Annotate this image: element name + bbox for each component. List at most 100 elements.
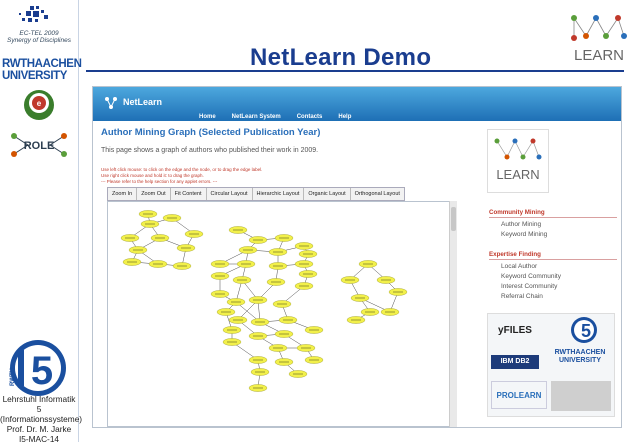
svg-text:5: 5 xyxy=(581,321,591,341)
ibm-db2-logo: IBM DB2 xyxy=(491,355,539,369)
node-label-glyph xyxy=(271,281,281,283)
node-label-glyph xyxy=(237,279,247,281)
app-sidebar: LEARN Community Mining Author Mining Key… xyxy=(485,127,619,427)
svg-text:ROLE: ROLE xyxy=(24,140,55,152)
node-label-glyph xyxy=(127,261,137,263)
referral-chain-link[interactable]: Referral Chain xyxy=(501,293,543,300)
orthogonal-layout-button[interactable]: Orthogonal Layout xyxy=(354,191,400,197)
node-label-glyph xyxy=(255,321,265,323)
rwth-logo-small: RWTHAACHEN UNIVERSITY xyxy=(554,349,606,364)
node-label-glyph xyxy=(253,335,263,337)
node-label-glyph xyxy=(299,245,309,247)
ectel-logo xyxy=(19,6,48,22)
node-label-glyph xyxy=(233,229,243,231)
node-label-glyph xyxy=(393,291,403,293)
node-label-glyph xyxy=(133,249,143,251)
fit-content-button[interactable]: Fit Content xyxy=(171,188,207,200)
node-label-glyph xyxy=(231,301,241,303)
keyword-community-link[interactable]: Keyword Community xyxy=(501,273,561,280)
role-logo: ROLE xyxy=(11,133,67,157)
slide-title: NetLearn Demo xyxy=(250,44,432,71)
node-label-glyph xyxy=(253,359,263,361)
community-mining-heading: Community Mining xyxy=(489,209,617,218)
node-label-glyph xyxy=(227,329,237,331)
svg-text:e: e xyxy=(37,99,42,108)
node-label-glyph xyxy=(309,359,319,361)
node-label-glyph xyxy=(385,311,395,313)
node-label-glyph xyxy=(293,373,303,375)
node-label-glyph xyxy=(279,333,289,335)
node-label-glyph xyxy=(177,265,187,267)
svg-text:LEARN: LEARN xyxy=(496,167,539,182)
graph-scrollbar[interactable] xyxy=(449,201,457,427)
node-label-glyph xyxy=(181,247,191,249)
organic-layout-button[interactable]: Organic Layout xyxy=(304,188,351,200)
node-label-glyph xyxy=(153,263,163,265)
node-label-glyph xyxy=(233,319,243,321)
graph-toolbar: Zoom In Zoom Out Fit Content Circular La… xyxy=(107,187,405,201)
author-mining-link[interactable]: Author Mining xyxy=(501,221,542,228)
node-label-glyph xyxy=(303,273,313,275)
node-label-glyph xyxy=(227,341,237,343)
node-label-glyph xyxy=(215,263,225,265)
interest-community-link[interactable]: Interest Community xyxy=(501,283,558,290)
nav-help[interactable]: Help xyxy=(338,114,352,120)
netlearn-logo: LEARN xyxy=(571,15,627,64)
i5-small-logo: 5 xyxy=(571,317,597,343)
nav-home[interactable]: Home xyxy=(199,114,216,120)
node-label-glyph xyxy=(253,239,263,241)
sidebar-netlearn-logo: LEARN xyxy=(494,138,542,182)
node-label-glyph xyxy=(143,213,153,215)
ebb-logo: e xyxy=(24,90,54,120)
title-underline xyxy=(86,70,624,72)
node-label-glyph xyxy=(363,263,373,265)
node-label-glyph xyxy=(277,303,287,305)
node-label-glyph xyxy=(253,387,263,389)
node-label-glyph xyxy=(167,217,177,219)
node-label-glyph xyxy=(243,249,253,251)
node-label-glyph xyxy=(365,311,375,313)
hint-line: --- Please refer to the help section for… xyxy=(101,179,218,184)
zoom-out-button[interactable]: Zoom Out xyxy=(137,188,171,200)
node-label-glyph xyxy=(303,253,313,255)
hierarchic-layout-button[interactable]: Hierarchic Layout xyxy=(253,188,305,200)
svg-text:LEARN: LEARN xyxy=(574,47,624,64)
node-label-glyph xyxy=(301,347,311,349)
node-label-glyph xyxy=(279,361,289,363)
author-graph-canvas[interactable] xyxy=(107,201,457,427)
expertise-finding-heading: Expertise Finding xyxy=(489,251,617,260)
node-label-glyph xyxy=(273,265,283,267)
node-label-glyph xyxy=(221,311,231,313)
node-label-glyph xyxy=(299,263,309,265)
netlearn-nav-icon xyxy=(105,97,117,109)
page-description: This page shows a graph of authors who p… xyxy=(101,147,319,154)
node-label-glyph xyxy=(215,293,225,295)
ectel-label: EC-TEL 2009 Synergy of Disciplines xyxy=(7,30,71,44)
app-navbar: NetLearn Home NetLearn System Contacts H… xyxy=(93,87,621,121)
node-label-glyph xyxy=(125,237,135,239)
yfiles-logo: yFILES xyxy=(498,325,532,336)
node-label-glyph xyxy=(345,279,355,281)
graph-nodes[interactable] xyxy=(120,210,408,392)
node-label-glyph xyxy=(351,319,361,321)
left-logo-column: EC-TEL 2009 Synergy of Disciplines RWTHA… xyxy=(0,0,82,442)
zoom-in-button[interactable]: Zoom In xyxy=(108,188,138,200)
rwth-logo-left: RWTHAACHEN UNIVERSITY xyxy=(2,58,82,82)
partner-logo-placeholder xyxy=(551,381,611,411)
circular-layout-button[interactable]: Circular Layout xyxy=(207,188,253,200)
scrollbar-thumb[interactable] xyxy=(451,207,456,231)
app-brand[interactable]: NetLearn xyxy=(123,97,163,107)
node-label-glyph xyxy=(279,237,289,239)
keyword-mining-link[interactable]: Keyword Mining xyxy=(501,231,548,238)
author-graph[interactable] xyxy=(108,202,458,428)
node-label-glyph xyxy=(253,299,263,301)
local-author-link[interactable]: Local Author xyxy=(501,263,538,270)
nav-contacts[interactable]: Contacts xyxy=(296,114,323,120)
nav-netlearn-system[interactable]: NetLearn System xyxy=(231,114,281,120)
node-label-glyph xyxy=(283,319,293,321)
node-label-glyph xyxy=(241,263,251,265)
slide-divider xyxy=(78,0,79,442)
svg-text:RWTH: RWTH xyxy=(10,368,16,386)
node-label-glyph xyxy=(299,285,309,287)
node-label-glyph xyxy=(309,329,319,331)
